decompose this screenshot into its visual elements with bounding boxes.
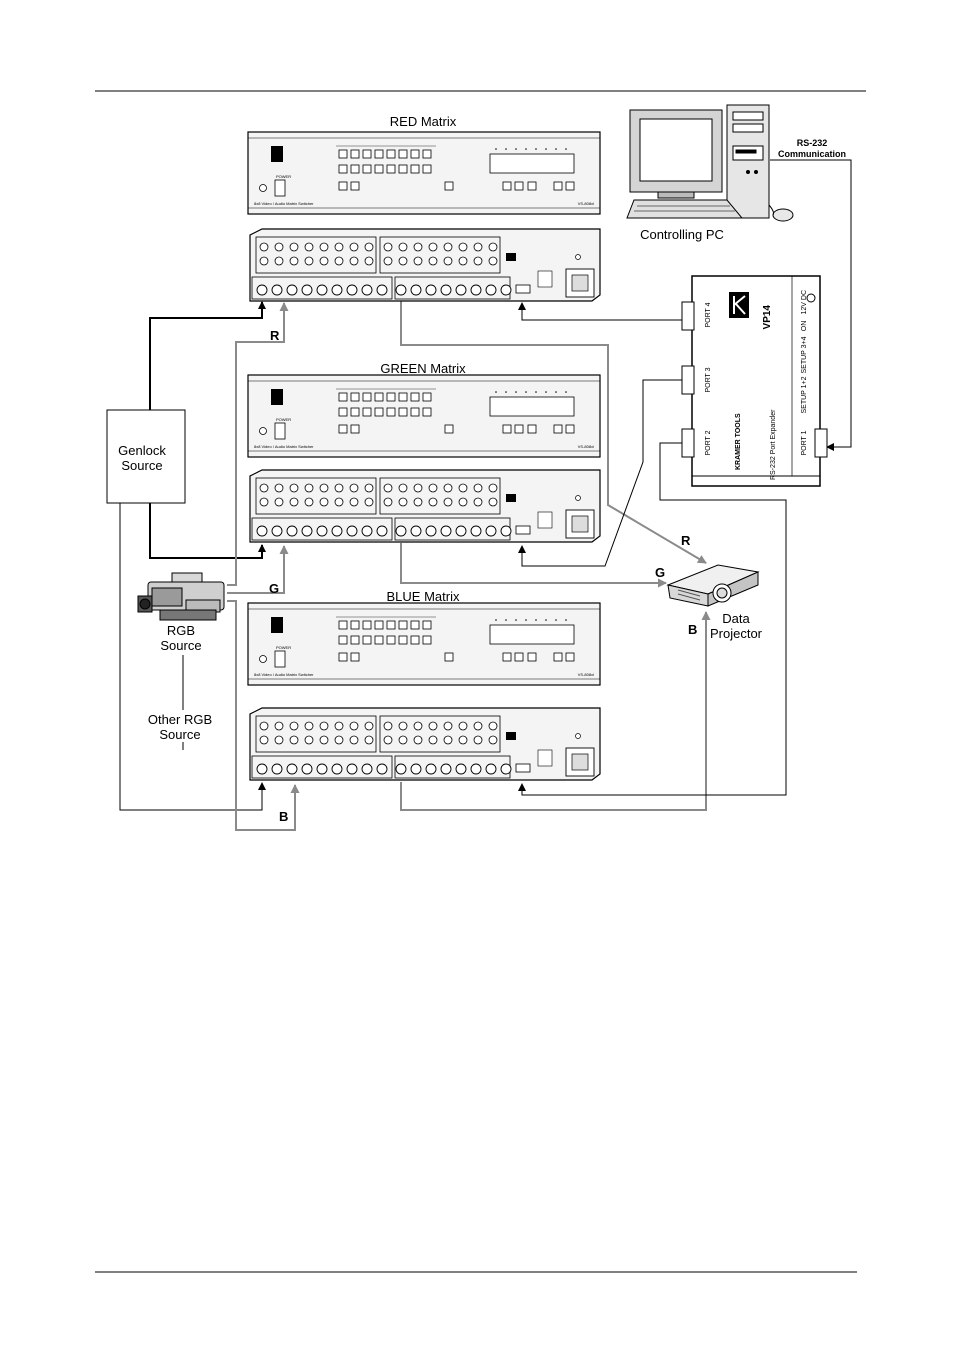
g-projector-label: G	[655, 565, 665, 580]
rgb-label-2: Source	[160, 638, 201, 653]
red-matrix-title: RED Matrix	[390, 114, 457, 129]
vp14-port2: PORT 2	[705, 430, 712, 455]
g-input-label: G	[269, 581, 279, 596]
rgb-label-1: RGB	[167, 623, 195, 638]
model-code-label: VS-808xl	[578, 201, 594, 206]
green-matrix-front: POWER 8x8 Video / Audio Matrix Switcher VS…	[247, 374, 601, 458]
port3-to-green-cable	[518, 379, 682, 567]
port2-to-blue-cable	[518, 442, 787, 796]
b-input-label: B	[279, 809, 288, 824]
blue-matrix-title: BLUE Matrix	[387, 589, 460, 604]
model-code-label: VS-808xl	[578, 444, 594, 449]
model-code-label: VS-808xl	[578, 672, 594, 677]
vp14-description: RS-232 Port Expander	[770, 409, 777, 480]
green-matrix-title: GREEN Matrix	[380, 361, 466, 376]
r-projector-label: R	[681, 533, 691, 548]
model-name-label: 8x8 Video / Audio Matrix Switcher	[254, 444, 314, 449]
blue-matrix-rear	[249, 707, 601, 781]
g-input-cable	[227, 545, 289, 594]
g-output-cable	[400, 543, 667, 588]
r-input-label: R	[270, 328, 280, 343]
cables	[119, 159, 852, 831]
vp14-port3: PORT 3	[705, 367, 712, 392]
genlock-to-red-cable	[149, 301, 266, 410]
vp14-port1: PORT 1	[801, 430, 808, 455]
r-input-cable	[227, 302, 289, 586]
vp14-model: VP14	[762, 305, 773, 330]
power-label: POWER	[276, 645, 291, 650]
vp14-on: ON	[801, 321, 808, 332]
r-output-cable	[400, 301, 707, 564]
blue-matrix-front: POWER 8x8 Video / Audio Matrix Switcher VS…	[247, 602, 601, 686]
rs232-label-2: Communication	[778, 149, 846, 159]
vp14-brand: KRAMER TOOLS	[735, 413, 742, 470]
green-matrix-rear	[249, 469, 601, 543]
power-label: POWER	[276, 174, 291, 179]
projector-label-1: Data	[722, 611, 750, 626]
rs232-label-1: RS-232	[797, 138, 828, 148]
other-rgb-line	[119, 500, 266, 811]
red-matrix-front: POWER 8x8 Video / Audio Matrix Switcher VS…	[247, 131, 601, 215]
vp14-setup12: SETUP 1+2	[801, 376, 808, 413]
genlock-label-1: Genlock	[118, 443, 166, 458]
vp14-dc: 12V DC	[801, 290, 808, 315]
model-name-label: 8x8 Video / Audio Matrix Switcher	[254, 672, 314, 677]
red-matrix-rear	[249, 228, 601, 302]
genlock-label-2: Source	[121, 458, 162, 473]
computer-icon	[626, 104, 794, 222]
projector-label-2: Projector	[710, 626, 763, 641]
projector-icon	[666, 564, 760, 607]
other-rgb-label-2: Source	[159, 727, 200, 742]
other-rgb-label-1: Other RGB	[148, 712, 212, 727]
vp14-port-expander: VP14 RS-232 Port Expander KRAMER TOOLS P…	[681, 275, 828, 487]
camera-icon	[137, 572, 225, 621]
b-projector-label: B	[688, 622, 697, 637]
port4-to-red-cable	[518, 302, 682, 321]
controlling-pc-label: Controlling PC	[640, 227, 724, 242]
genlock-source: Genlock Source	[106, 409, 186, 504]
pc-to-port1-cable	[770, 159, 852, 451]
power-label: POWER	[276, 417, 291, 422]
b-output-cable	[400, 611, 711, 811]
model-name-label: 8x8 Video / Audio Matrix Switcher	[254, 201, 314, 206]
b-input-cable	[227, 600, 300, 831]
vp14-setup34: SETUP 3+4	[801, 336, 808, 373]
vp14-port4: PORT 4	[705, 302, 712, 327]
genlock-to-green-cable	[149, 503, 266, 559]
